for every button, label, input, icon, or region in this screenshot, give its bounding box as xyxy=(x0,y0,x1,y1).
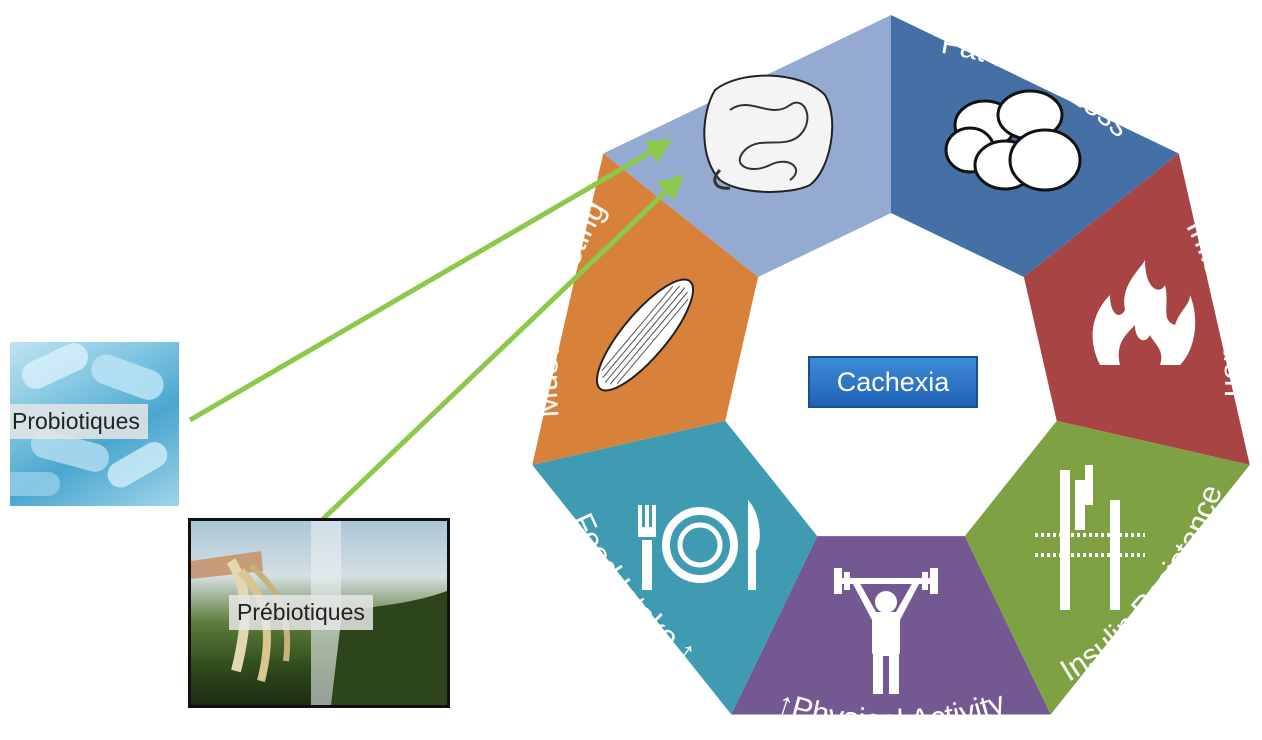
probiotic-label: Probiotiques xyxy=(10,404,148,439)
plate-cutlery-icon xyxy=(638,500,760,590)
segment-insulin-resistance xyxy=(964,420,1250,715)
cachexia-center-label: Cachexia xyxy=(808,356,978,408)
prebiotic-label: Prébiotiques xyxy=(229,595,373,630)
plant-roots-photo: Prébiotiques xyxy=(188,518,450,708)
input-arrows xyxy=(188,139,684,522)
intestine-icon xyxy=(703,74,834,193)
prebiotic-to-gut-arrow xyxy=(320,174,684,522)
bacteria-photo: Probiotiques xyxy=(10,342,179,506)
fat-cells-icon xyxy=(944,89,1082,192)
fire-icon xyxy=(1092,260,1196,365)
membrane-receptor-icon xyxy=(1035,465,1145,610)
bacteria-illustration xyxy=(10,343,168,496)
weightlifter-icon xyxy=(834,568,938,694)
wheel-icons xyxy=(595,74,1196,694)
muscle-icon xyxy=(595,278,695,392)
probiotic-to-gut-arrow xyxy=(188,139,673,423)
